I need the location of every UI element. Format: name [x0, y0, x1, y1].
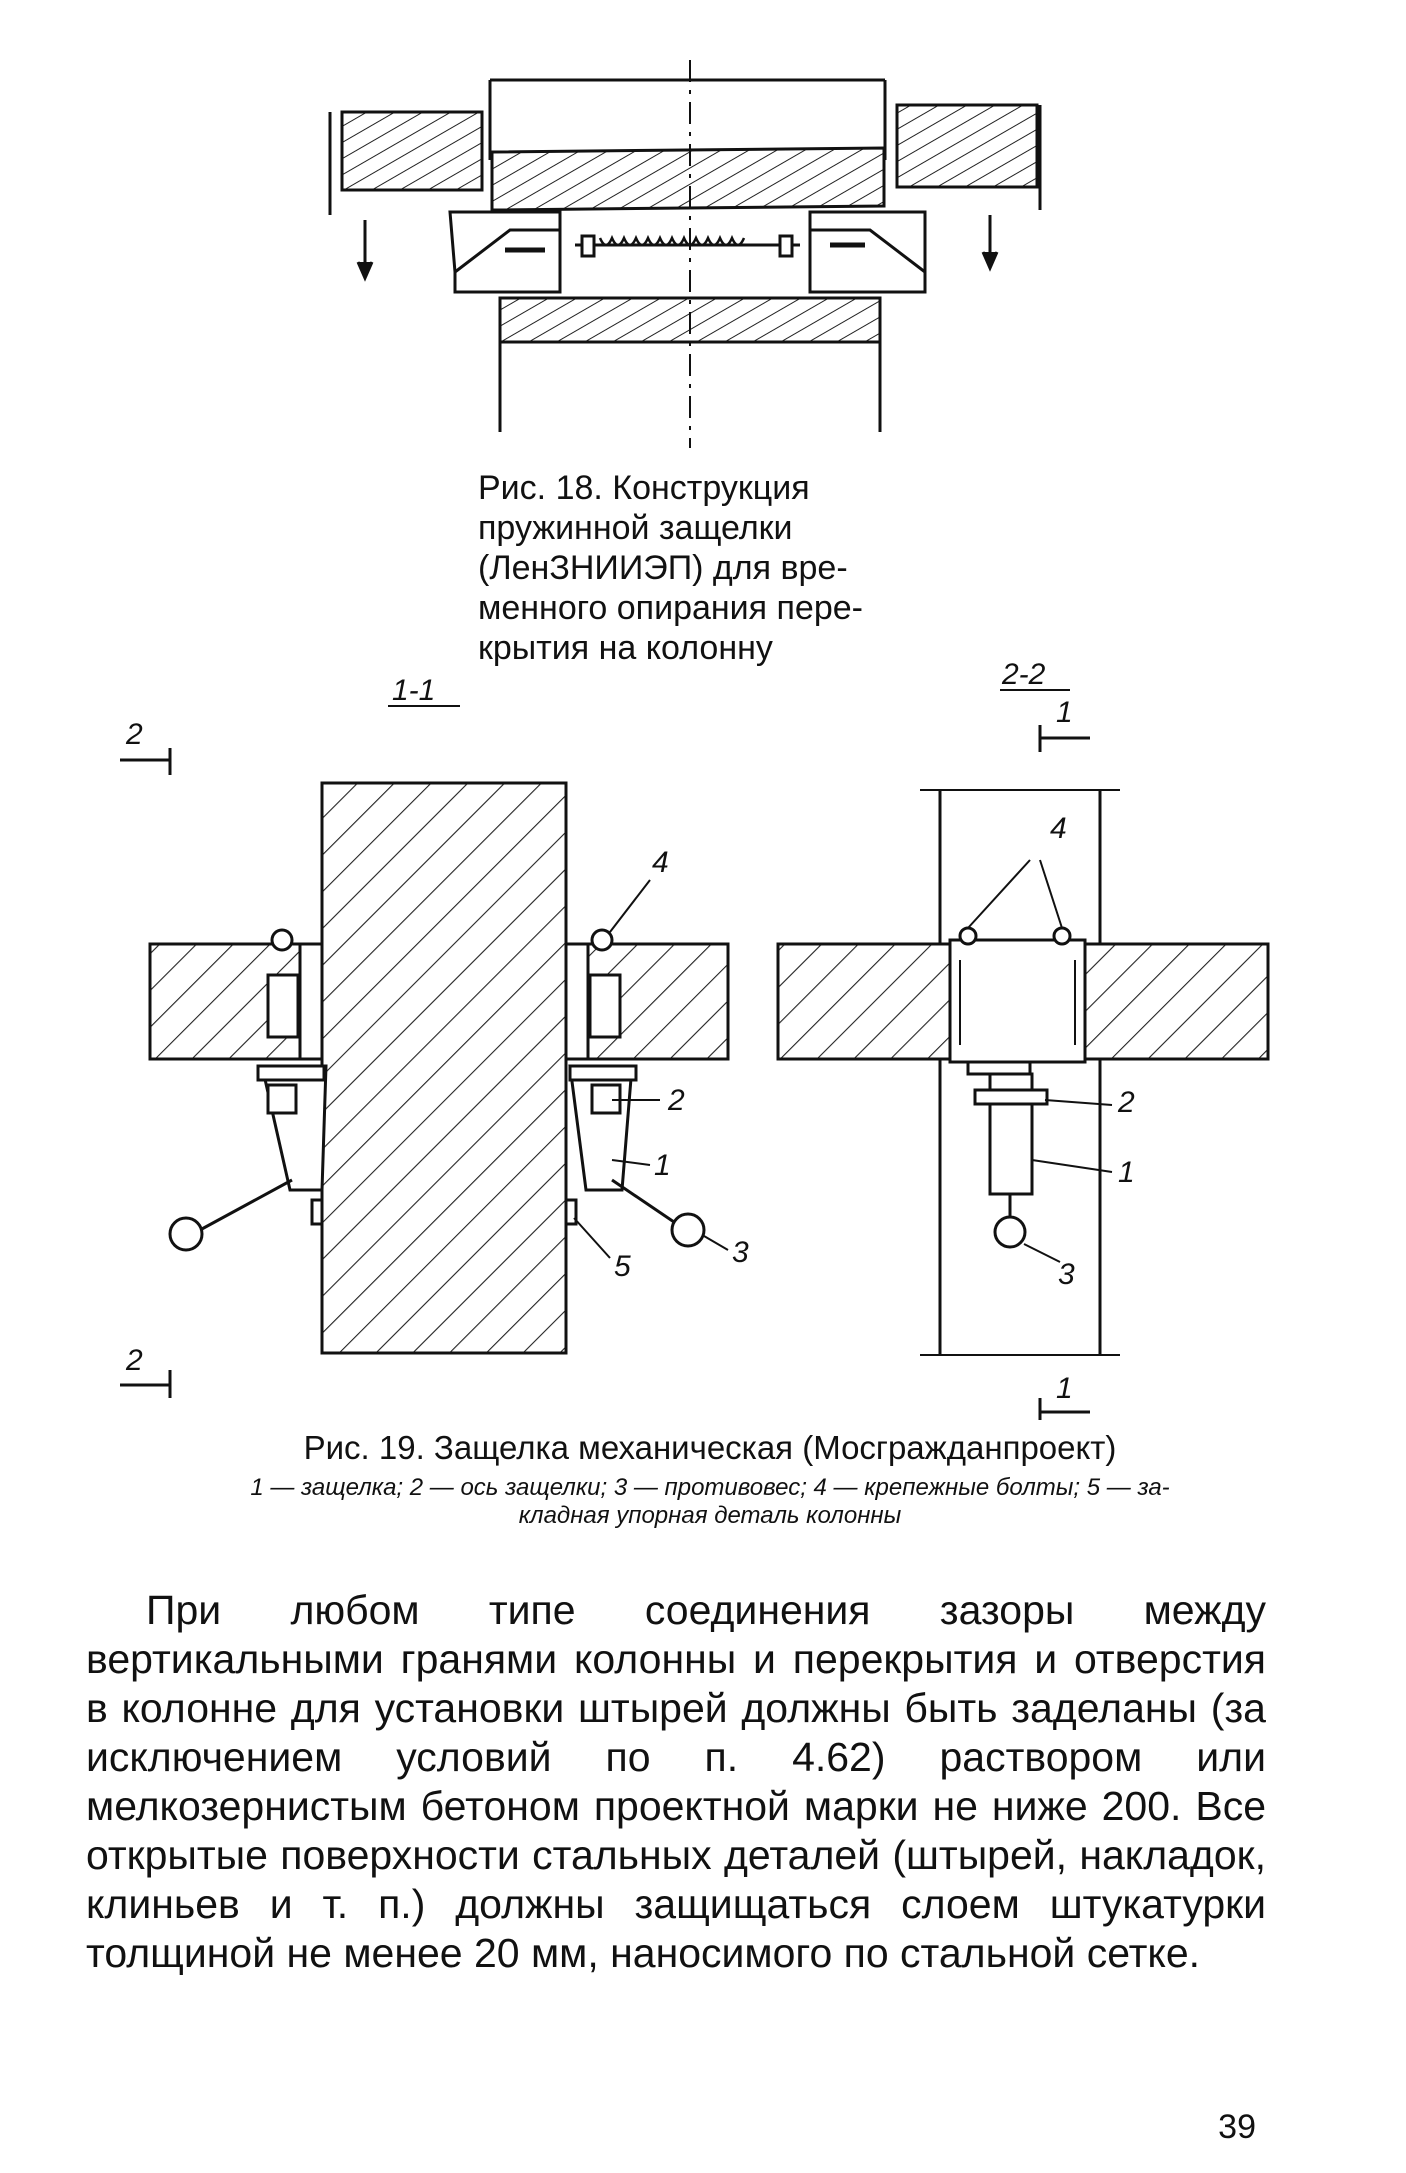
- figure-18-caption-line: крытия на колонну: [478, 629, 773, 667]
- figure-19-caption: Рис. 19. Защелка механическая (Мосгражда…: [150, 1428, 1270, 1530]
- figure-19-legend-line: кладная упорная деталь колонны: [518, 1502, 902, 1529]
- figure-19-section-2-2: [776, 689, 1270, 1420]
- figure-18-caption: Рис. 18. Конструкция пружинной защелки (…: [478, 468, 918, 668]
- figure-18-drawing: [328, 60, 1042, 448]
- callout-1-left: 1: [654, 1149, 671, 1182]
- section-label-1-1: 1-1: [392, 674, 435, 707]
- figure-18-caption-line: (ЛенЗНИИЭП) для вре-: [478, 549, 848, 587]
- figure-19-caption-legend: 1 — защелка; 2 — ось защелки; 3 — против…: [150, 1474, 1270, 1530]
- callout-1-right: 1: [1118, 1156, 1135, 1189]
- callout-5-left: 5: [614, 1250, 631, 1283]
- figure-19-caption-title: Рис. 19. Защелка механическая (Мосгражда…: [303, 1429, 1117, 1466]
- figure-18-caption-line: Рис. 18. Конструкция: [478, 469, 810, 507]
- figure-19-section-1-1: [120, 705, 730, 1398]
- cut-marker-2-bottom: 2: [125, 1344, 143, 1377]
- callout-2-left: 2: [667, 1084, 685, 1117]
- callout-2-right: 2: [1117, 1086, 1135, 1119]
- callout-3-right: 3: [1058, 1258, 1075, 1291]
- page-number: 39: [1218, 2108, 1256, 2146]
- cut-marker-2-top: 2: [125, 718, 143, 751]
- callout-3-left: 3: [732, 1236, 749, 1269]
- figure-18-caption-line: пружинной защелки: [478, 509, 793, 547]
- section-label-2-2: 2-2: [1001, 658, 1046, 691]
- cut-marker-1-top: 1: [1056, 696, 1073, 729]
- cut-marker-1-bottom: 1: [1056, 1372, 1073, 1405]
- figure-19-legend-line: 1 — защелка; 2 — ось защелки; 3 — против…: [250, 1474, 1170, 1501]
- callout-4-right: 4: [1050, 812, 1067, 845]
- figure-18-caption-line: менного опирания пере-: [478, 589, 863, 627]
- body-paragraph: При любом типе соединения зазоры между в…: [86, 1587, 1266, 1976]
- callout-4-left: 4: [652, 846, 669, 879]
- technical-drawings: 1-1 2-2 2 2 1 1 4 2 1 5 3 4 2 1 3: [120, 60, 1270, 1420]
